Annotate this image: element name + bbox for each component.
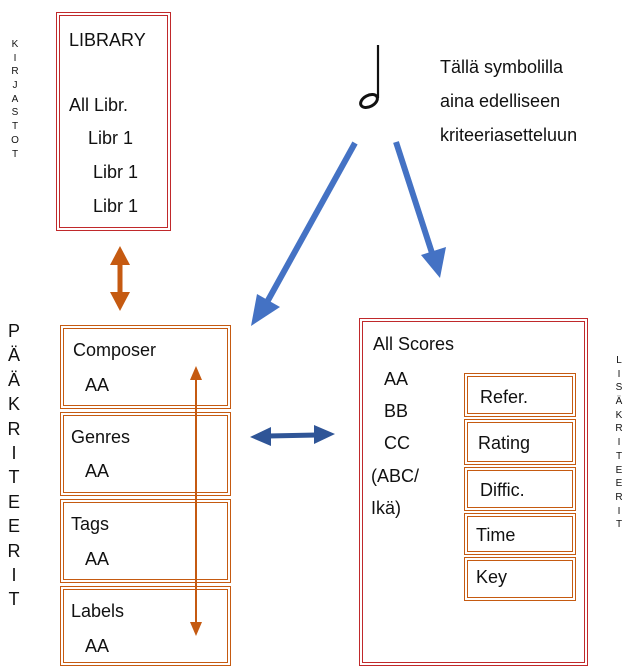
vertical-letter: I — [13, 52, 17, 64]
vertical-letter: E — [615, 478, 623, 490]
composer-box — [60, 325, 231, 409]
diffic-box — [464, 467, 576, 511]
vertical-letter: A — [11, 93, 19, 105]
vertical-letter: E — [615, 464, 623, 476]
vertical-letter: R — [615, 491, 623, 503]
vertical-letter: T — [8, 589, 20, 610]
note-line: aina edelliseen — [440, 91, 561, 111]
labels-value: AA — [85, 636, 110, 656]
vertical-letter: S — [11, 107, 19, 119]
composer-label: Composer — [73, 340, 157, 360]
scores-extra: (ABC/ — [371, 466, 420, 486]
vertical-letter: T — [615, 450, 623, 462]
genres-box — [60, 412, 231, 496]
genres-value: AA — [85, 461, 110, 481]
rating-label: Rating — [478, 433, 531, 453]
library-item: Libr 1 — [88, 128, 134, 148]
vertical-letter: R — [11, 66, 19, 78]
time-label: Time — [476, 525, 516, 545]
scores-extra: Ikä) — [371, 498, 402, 518]
vertical-letter: I — [11, 564, 17, 585]
vertical-letter: R — [615, 423, 623, 435]
vertical-letter: T — [615, 519, 623, 531]
vertical-letter: S — [615, 382, 623, 394]
library-item: Libr 1 — [93, 196, 139, 216]
arrow-main-criteria-scores — [250, 425, 335, 446]
vertical-letter: E — [7, 491, 20, 512]
library-item: Libr 1 — [93, 162, 139, 182]
tags-label: Tags — [71, 514, 110, 534]
key-label: Key — [476, 567, 508, 587]
time-box — [464, 513, 576, 555]
half-note-icon — [359, 45, 380, 110]
vertical-letter: T — [11, 121, 19, 133]
library-item-all: All Libr. — [69, 95, 129, 115]
refer-box — [464, 373, 576, 417]
vertical-letter: Ä — [615, 396, 623, 408]
vertical-letter: K — [615, 409, 623, 421]
vertical-letter: J — [12, 80, 18, 92]
vertical-letter: Ä — [7, 345, 20, 366]
arrow-main-criteria-range — [190, 366, 202, 636]
scores-item: AA — [384, 369, 409, 389]
note-line: Tällä symbolilla — [440, 57, 564, 77]
labels-label: Labels — [71, 601, 125, 621]
vertical-letter: R — [7, 540, 21, 561]
library-title: LIBRARY — [69, 30, 146, 50]
composer-value: AA — [85, 375, 110, 395]
vertical-letter: I — [617, 505, 621, 517]
arrow-note-to-scores — [393, 141, 446, 278]
vertical-letter: I — [617, 368, 621, 380]
tags-box — [60, 499, 231, 583]
vertical-letter: K — [7, 394, 20, 415]
genres-label: Genres — [71, 427, 131, 447]
vertical-letter: K — [11, 39, 19, 50]
tags-value: AA — [85, 549, 110, 569]
diffic-label: Diffic. — [480, 480, 525, 500]
vertical-letter: T — [11, 148, 19, 160]
scores-item: BB — [384, 401, 409, 421]
arrow-library-main-criteria — [110, 246, 130, 311]
arrow-note-to-main-criteria — [251, 141, 358, 326]
key-box — [464, 557, 576, 601]
vertical-letter: Ä — [7, 369, 20, 390]
vertical-letter: I — [617, 437, 621, 449]
scores-item: CC — [384, 433, 410, 453]
library-box — [56, 12, 171, 231]
vertical-letter: I — [11, 442, 17, 463]
refer-label: Refer. — [480, 387, 529, 407]
scores-title: All Scores — [373, 334, 455, 354]
vertical-letter: L — [616, 355, 622, 366]
vertical-letter: T — [8, 467, 20, 488]
rating-box — [464, 419, 576, 465]
note-line: kriteeriasetteluun — [440, 125, 578, 145]
vertical-letter: E — [7, 516, 20, 537]
vertical-letter: P — [7, 321, 20, 341]
vertical-letter: R — [7, 418, 21, 439]
vertical-letter: O — [11, 134, 19, 146]
